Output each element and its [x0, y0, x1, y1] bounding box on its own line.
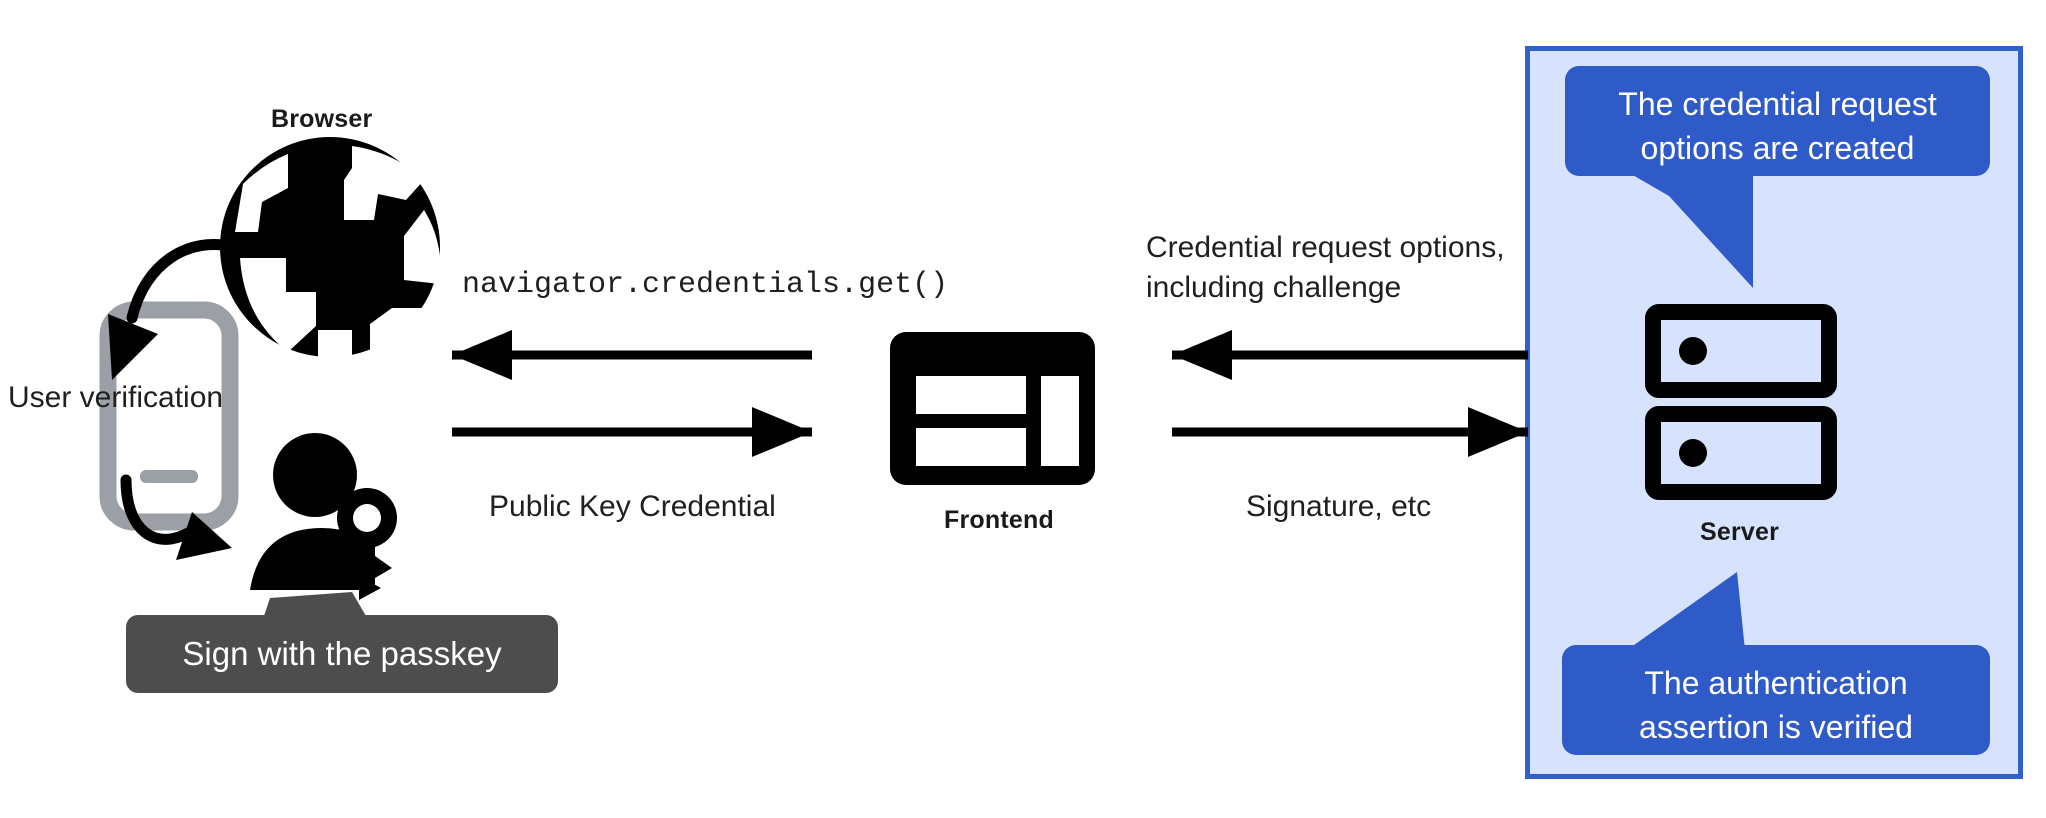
user-verification-label: User verification — [8, 381, 224, 414]
browser-label: Browser — [271, 105, 373, 133]
frontend-label: Frontend — [944, 506, 1054, 534]
arrow-get-left — [452, 330, 812, 380]
flow-get-label: navigator.credentials.get() — [462, 268, 949, 302]
callout-credential-request-options: The credential request options are creat… — [1565, 66, 1990, 176]
flow-options-label: Credential request options, including ch… — [1146, 228, 1505, 308]
callout-bottom-line1: The authentication — [1644, 665, 1908, 701]
arrow-pubkey-right — [452, 407, 812, 457]
flow-options-line1: Credential request options, — [1146, 231, 1505, 264]
flow-pubkey-label: Public Key Credential — [489, 490, 776, 523]
server-label: Server — [1700, 518, 1780, 546]
frontend-window-icon — [890, 332, 1095, 485]
flow-options-line2: including challenge — [1146, 271, 1402, 304]
callout-passkey-line1: Sign with the passkey — [182, 635, 502, 672]
arrow-browser-to-phone — [108, 239, 239, 380]
arrow-phone-to-user — [120, 474, 232, 560]
flow-signature-label: Signature, etc — [1246, 490, 1432, 523]
callout-top-line1: The credential request — [1618, 86, 1937, 122]
person-with-key-icon — [250, 433, 397, 600]
arrow-signature-right — [1172, 407, 1528, 457]
callout-authentication-assertion: The authentication assertion is verified — [1562, 645, 1990, 755]
callout-sign-with-passkey: Sign with the passkey — [126, 615, 558, 693]
callout-bottom-line2: assertion is verified — [1639, 709, 1913, 745]
callout-top-line2: options are created — [1640, 130, 1915, 166]
arrow-options-left — [1172, 330, 1528, 380]
globe-icon — [220, 137, 441, 364]
